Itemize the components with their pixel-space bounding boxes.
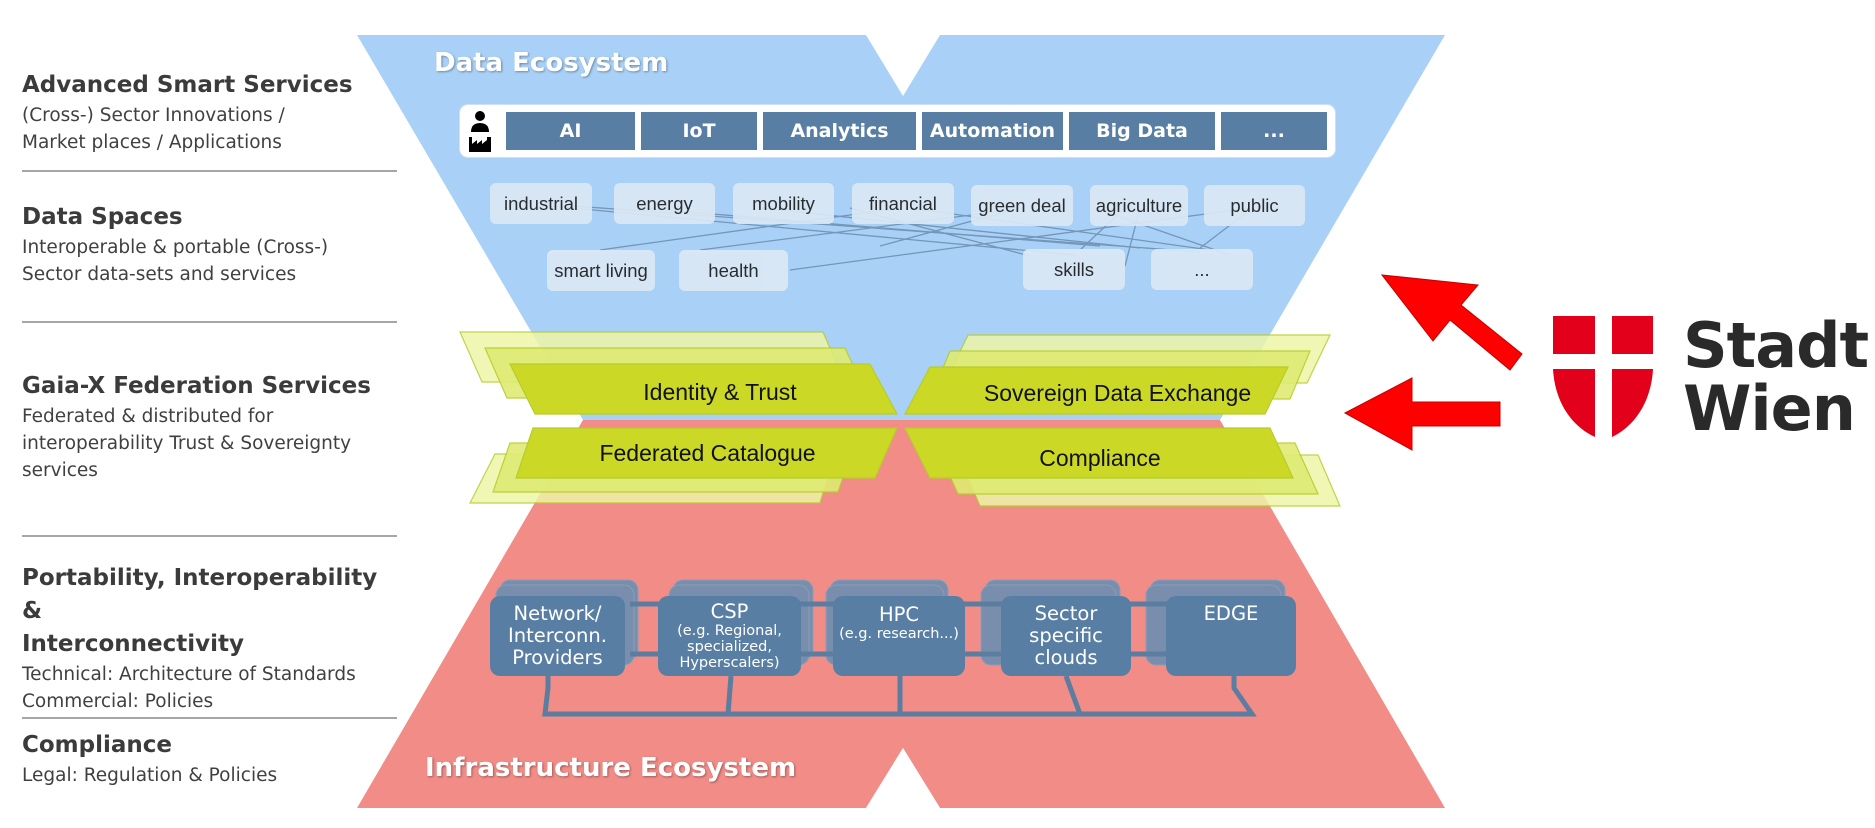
infra-node-sector-label: Sector specific clouds — [1001, 596, 1131, 676]
domain-health: health — [679, 250, 788, 291]
infra-nodes — [490, 596, 1296, 676]
layer-desc-line: Sector data-sets and services — [22, 264, 297, 285]
layer-desc-line: Market places / Applications — [22, 132, 282, 153]
domain-green-deal: green deal — [971, 185, 1073, 226]
layer-divider — [22, 321, 397, 323]
domain-agriculture: agriculture — [1090, 185, 1188, 226]
layer-desc-line: Legal: Regulation & Policies — [22, 765, 278, 786]
tech-more: ... — [1221, 112, 1327, 150]
tech-big-data: Big Data — [1069, 112, 1215, 150]
node-sub-line: (e.g. research...) — [839, 626, 959, 642]
tech-automation: Automation — [922, 112, 1063, 150]
layer-title: Gaia-X Federation Services — [22, 373, 371, 399]
layer-desc-line: interoperability Trust & Sovereignty — [22, 433, 352, 454]
node-sub-line: Hyperscalers) — [679, 655, 780, 671]
domain-skills: skills — [1023, 249, 1125, 290]
layer-desc-line: Federated & distributed for — [22, 406, 274, 427]
fed-federated-catalogue: Federated Catalogue — [599, 439, 816, 466]
node-title-line: Interconn. — [508, 624, 607, 647]
infra-node-hpc-label: HPC (e.g. research...) — [833, 598, 965, 648]
sovereign-exchange-stack — [904, 334, 1331, 415]
domain-smart-living: smart living — [547, 250, 655, 291]
layer-title: Compliance — [22, 732, 173, 758]
stadt-wien-shield-icon — [1553, 316, 1653, 437]
infra-node-sector — [1001, 596, 1131, 676]
layer-title: Portability, Interoperability & — [22, 565, 378, 624]
fed-identity-trust: Identity & Trust — [643, 378, 797, 405]
logo-text-stadt: Stadt — [1683, 309, 1869, 382]
bottom-notch — [866, 748, 940, 808]
node-title-line: Network/ — [513, 602, 602, 625]
layer-title: Data Spaces — [22, 204, 183, 230]
layer-gaia-x-federation: Gaia-X Federation Services Federated & d… — [22, 370, 397, 484]
node-title-line: EDGE — [1203, 602, 1259, 625]
node-title-line: Sector — [1034, 602, 1098, 625]
infrastructure-ecosystem-label: Infrastructure Ecosystem — [425, 753, 797, 783]
layer-divider — [22, 535, 397, 537]
identity-trust-stack — [459, 331, 899, 415]
node-title-line: Providers — [512, 646, 603, 669]
layer-divider — [22, 717, 397, 719]
node-sub-line: (e.g. Regional, — [677, 623, 782, 639]
layer-desc-line: Interoperable & portable (Cross-) — [22, 237, 329, 258]
layer-title: Interconnectivity — [22, 631, 245, 657]
logo-text-wien: Wien — [1683, 372, 1856, 445]
tech-ai: AI — [506, 112, 635, 150]
layer-desc-line: (Cross-) Sector Innovations / — [22, 105, 285, 126]
infra-node-hpc — [833, 596, 965, 676]
red-arrows — [1343, 274, 1523, 451]
fed-sovereign-data-exchange: Sovereign Data Exchange — [983, 379, 1252, 406]
node-title-line: specific — [1029, 624, 1103, 647]
tech-analytics: Analytics — [763, 112, 916, 150]
compliance-stack — [904, 427, 1341, 507]
domain-mobility: mobility — [733, 183, 834, 224]
federated-catalogue-stack — [469, 427, 898, 504]
infra-node-csp — [658, 596, 801, 676]
domain-public: public — [1204, 185, 1305, 226]
infra-node-edge — [1166, 596, 1296, 676]
layer-advanced-smart-services: Advanced Smart Services (Cross-) Sector … — [22, 69, 397, 156]
domain-financial: financial — [852, 183, 954, 224]
layer-compliance: Compliance Legal: Regulation & Policies — [22, 729, 397, 789]
infra-node-network — [490, 596, 625, 676]
infra-node-network-label: Network/ Interconn. Providers — [490, 596, 625, 676]
node-title-line: HPC — [878, 603, 920, 626]
infra-node-csp-label: CSP (e.g. Regional, specialized, Hypersc… — [658, 598, 801, 674]
layer-desc-line: services — [22, 460, 98, 481]
horizontal-arrow-icon — [1343, 377, 1501, 451]
data-ecosystem-label: Data Ecosystem — [434, 48, 669, 78]
node-sub-line: specialized, — [687, 639, 772, 655]
user-factory-icon — [469, 111, 491, 152]
layer-divider — [22, 170, 397, 172]
layer-portability: Portability, Interoperability & Intercon… — [22, 562, 397, 715]
fed-compliance: Compliance — [1039, 444, 1161, 471]
layer-desc-line: Commercial: Policies — [22, 691, 214, 712]
domain-more: ... — [1151, 249, 1253, 290]
domain-energy: energy — [614, 183, 715, 224]
node-title-line: CSP — [710, 600, 749, 623]
layer-descriptions: Advanced Smart Services (Cross-) Sector … — [0, 0, 400, 828]
layer-desc-line: Technical: Architecture of Standards — [22, 664, 356, 685]
layer-data-spaces: Data Spaces Interoperable & portable (Cr… — [22, 201, 397, 288]
layer-title: Advanced Smart Services — [22, 72, 353, 98]
node-title-line: clouds — [1034, 646, 1098, 669]
tech-iot: IoT — [641, 112, 757, 150]
domain-industrial: industrial — [490, 183, 592, 224]
diagonal-arrow-icon — [1380, 274, 1523, 371]
infra-node-edge-label: EDGE — [1166, 600, 1296, 628]
